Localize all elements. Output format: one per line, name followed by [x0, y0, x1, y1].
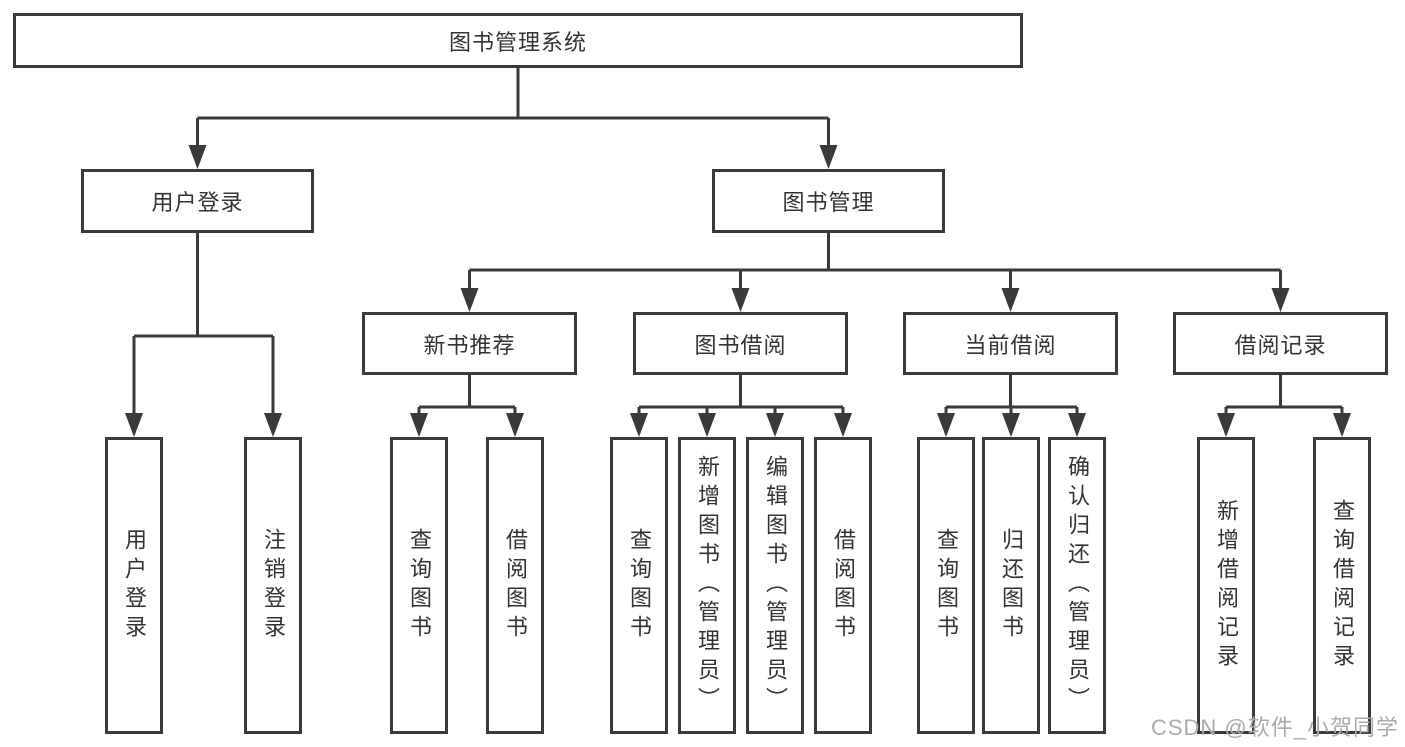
node-add-book-admin: 新增图书（管理员）: [678, 437, 736, 734]
node-confirm-return-admin: 确认归还（管理员）: [1048, 437, 1106, 734]
node-book-borrowing: 图书借阅: [633, 312, 848, 375]
node-borrow-books: 借阅图书: [814, 437, 872, 734]
node-label: 查询图书: [627, 527, 652, 644]
node-user-login: 用户登录: [81, 169, 314, 233]
node-query-books-recommend: 查询图书: [390, 437, 448, 734]
node-label: 借阅记录: [1234, 332, 1327, 358]
node-library-management-system: 图书管理系统: [13, 13, 1023, 68]
csdn-watermark: CSDN @软件_小贺同学: [1150, 715, 1399, 740]
node-label: 图书管理: [782, 190, 875, 215]
node-label: 注销登录: [261, 527, 286, 644]
node-label: 查询图书: [407, 527, 432, 644]
node-label: 借阅图书: [503, 527, 528, 644]
node-label: 编辑图书（管理员）: [763, 455, 788, 716]
node-query-borrow-record: 查询借阅记录: [1313, 437, 1371, 734]
node-label: 归还图书: [999, 527, 1024, 644]
node-query-books-current: 查询图书: [917, 437, 975, 734]
node-current-borrowing: 当前借阅: [903, 312, 1118, 375]
node-return-books: 归还图书: [982, 437, 1040, 734]
node-label: 新书推荐: [423, 332, 516, 358]
node-add-borrow-record: 新增借阅记录: [1197, 437, 1255, 734]
node-label: 图书管理系统: [448, 29, 587, 55]
node-label: 查询借阅记录: [1330, 498, 1355, 673]
node-label: 图书借阅: [694, 332, 787, 358]
node-borrowing-records: 借阅记录: [1173, 312, 1388, 375]
node-user-login-leaf: 用户登录: [105, 437, 163, 734]
node-label: 确认归还（管理员）: [1065, 455, 1090, 716]
node-borrow-books-recommend: 借阅图书: [486, 437, 544, 734]
node-label: 用户登录: [151, 190, 244, 215]
node-book-management: 图书管理: [712, 169, 945, 233]
node-label: 当前借阅: [964, 332, 1057, 358]
node-label: 查询图书: [934, 527, 959, 644]
node-label: 借阅图书: [831, 527, 856, 644]
node-label: 新增图书（管理员）: [695, 455, 720, 716]
node-query-books-borrow: 查询图书: [610, 437, 668, 734]
node-logout: 注销登录: [244, 437, 302, 734]
node-new-book-recommendation: 新书推荐: [362, 312, 577, 375]
node-label: 新增借阅记录: [1214, 498, 1239, 673]
node-edit-book-admin: 编辑图书（管理员）: [746, 437, 804, 734]
node-label: 用户登录: [122, 527, 147, 644]
